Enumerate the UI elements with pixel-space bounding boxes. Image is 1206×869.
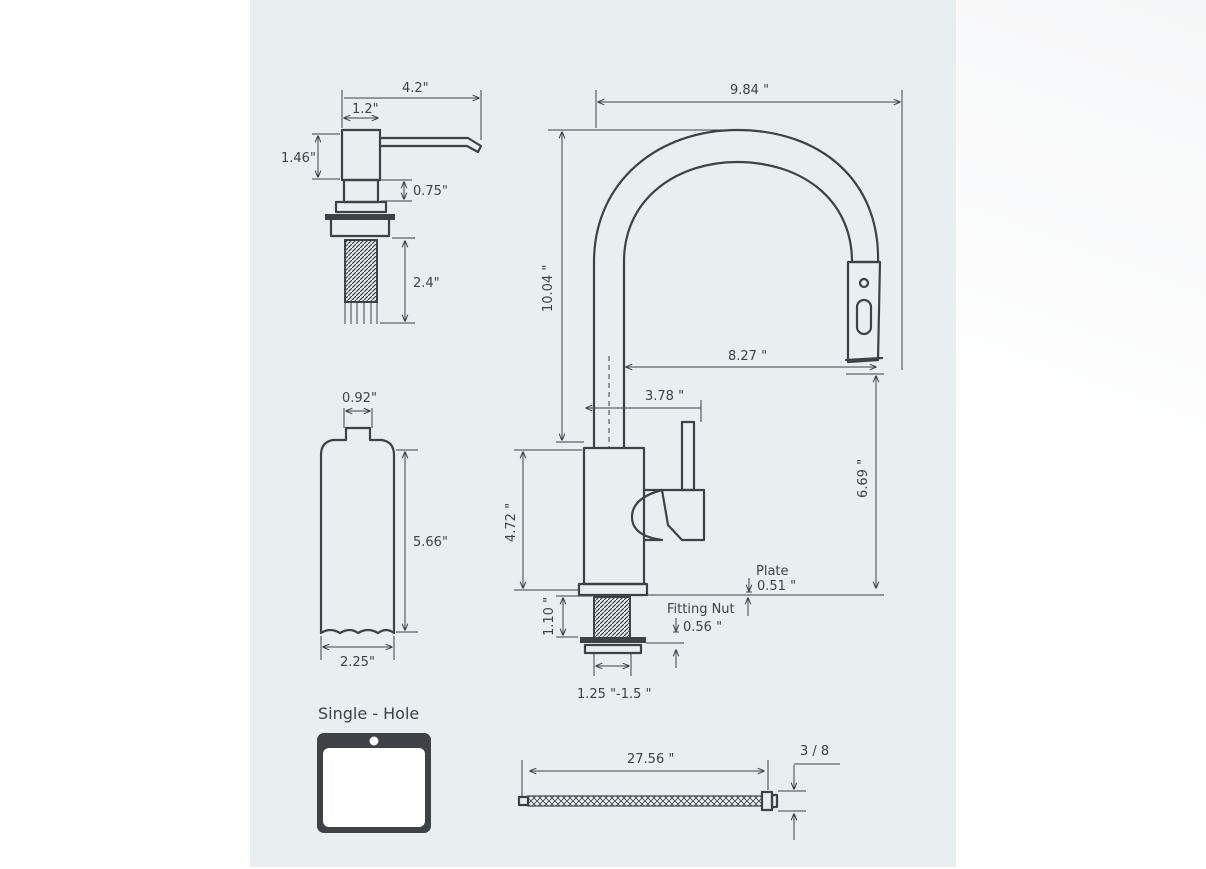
diagram-panel: [250, 0, 956, 867]
hose-fitting-nut: [770, 793, 779, 809]
plate-thickness-label: 0.51 ": [757, 579, 796, 594]
faucet-reach-label: 9.84 ": [730, 83, 769, 98]
sink-basin: [323, 748, 425, 827]
faucet-spout-reach-label: 8.27 ": [728, 349, 767, 364]
bottle-neck-width-label: 0.92": [342, 391, 377, 406]
plate-label: Plate: [756, 564, 789, 579]
faucet-body-height-label: 4.72 ": [504, 503, 519, 542]
dispenser-shank: [344, 239, 378, 303]
faucet-spray-head: [846, 260, 882, 364]
dispenser-head-width-label: 1.2": [352, 102, 379, 117]
bottle-height-label: 5.66": [413, 535, 448, 550]
mounting-hole-label: 1.25 "-1.5 ": [577, 687, 652, 702]
handle-lever: [680, 420, 696, 492]
dispenser-spout: [378, 136, 483, 154]
supply-hose: 27.56 " 3 / 8: [517, 744, 840, 840]
hose-thread-label: 3 / 8: [800, 744, 829, 759]
mounting-nut: [583, 643, 643, 655]
single-hole-sink: Single - Hole: [317, 704, 431, 833]
faucet-clearance-label: 6.69 ": [856, 459, 871, 498]
dispenser-nut: [329, 218, 391, 238]
hose-end-left: [517, 795, 530, 807]
background-fade: [956, 0, 1206, 869]
sink-label: Single - Hole: [318, 704, 419, 723]
hose-length-label: 27.56 ": [627, 752, 674, 767]
dispenser-head-height-label: 1.46": [281, 151, 316, 166]
fitting-nut-thickness-label: 0.56 ": [683, 620, 722, 635]
bottle-width-label: 2.25": [340, 655, 375, 670]
soap-bottle: 0.92" 5.66" 2.25": [319, 391, 448, 670]
hose-fitting: [760, 790, 774, 812]
kitchen-faucet: 9.84 " 10.04 " 8.27 " 3.78 " 6.69 " 4.72…: [504, 83, 903, 702]
dispenser-flange: [334, 200, 388, 214]
sink-hole-icon: [369, 736, 379, 746]
faucet-body: [582, 446, 646, 586]
spray-toggle-icon: [855, 298, 873, 336]
bottle-body: [319, 426, 396, 635]
faucet-base-plate: [577, 582, 649, 597]
dispenser-tube: [344, 302, 378, 324]
dispenser-washer: [325, 214, 395, 220]
fitting-nut-label: Fitting Nut: [667, 602, 735, 617]
dispenser-total-width-label: 4.2": [402, 81, 429, 96]
dispenser-collar-height-label: 0.75": [413, 184, 448, 199]
faucet-shank: [593, 596, 631, 640]
handle-lever-base: [660, 488, 706, 542]
soap-dispenser: 4.2" 1.2" 1.46" 0.75" 2.4": [281, 81, 483, 324]
faucet-gooseneck: [592, 128, 880, 450]
shank-length-label: 1.10 ": [542, 597, 557, 636]
hose-braid: [527, 795, 763, 807]
faucet-spout-height-label: 10.04 ": [541, 265, 556, 312]
dispenser-head: [340, 128, 382, 182]
handle-hub: [630, 488, 664, 542]
dispenser-collar: [342, 178, 380, 204]
dispenser-shank-length-label: 2.4": [413, 276, 440, 291]
spray-button-icon: [858, 277, 870, 289]
fitting-nut: [580, 637, 646, 643]
faucet-handle-offset-label: 3.78 ": [645, 389, 684, 404]
